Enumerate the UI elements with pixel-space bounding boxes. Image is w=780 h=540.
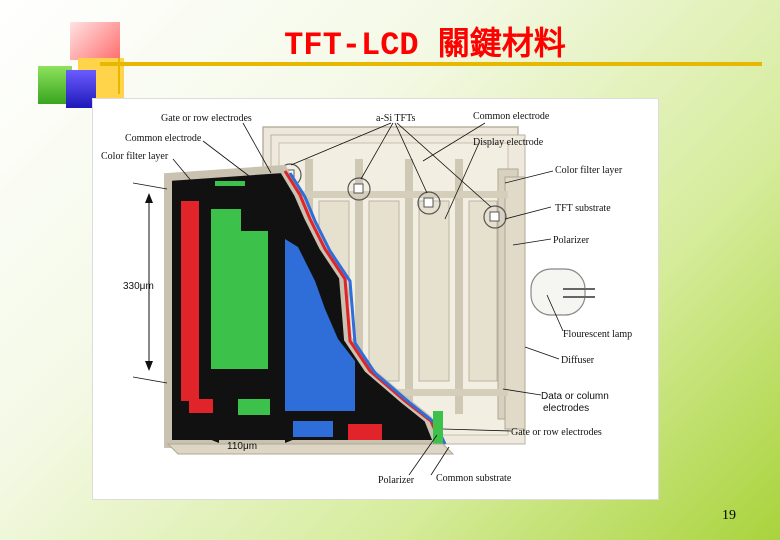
decor-blue-square [66,70,96,108]
label-dimension-height: 330μm [123,281,154,292]
height-dimension [132,182,168,384]
label-tft-substrate: TFT substrate [555,203,611,214]
label-gate-row-electrodes-bottom: Gate or row electrodes [511,427,602,438]
label-data-column-line1: Data or column [541,391,609,402]
label-common-electrode-left: Common electrode [125,133,202,144]
label-common-substrate: Common substrate [436,473,512,484]
label-a-si-tfts: a-Si TFTs [376,113,416,124]
label-gate-row-electrodes-top: Gate or row electrodes [161,113,252,124]
title-underline [100,62,762,66]
label-data-column-line2: electrodes [543,403,589,414]
label-leader-lines [172,122,564,476]
decor-pink-square [70,22,120,60]
label-diffuser: Diffuser [561,355,595,366]
label-dimension-width: 110μm [227,441,257,452]
label-polarizer-bottom: Polarizer [378,475,415,486]
slide-title: TFT-LCD 關鍵材料 [284,27,566,64]
label-color-filter-layer-left: Color filter layer [101,151,169,162]
tft-lcd-structure-figure: Gate or row electrodes Common electrode … [92,98,659,500]
label-display-electrode: Display electrode [473,137,544,148]
fluorescent-lamp [530,268,595,316]
label-flourescent-lamp: Flourescent lamp [563,329,632,340]
label-color-filter-layer-right: Color filter layer [555,165,623,176]
tft-lcd-diagram: Gate or row electrodes Common electrode … [101,111,632,486]
diagram-labels: Gate or row electrodes Common electrode … [101,111,632,486]
width-dimension [209,435,295,443]
label-common-electrode-top: Common electrode [473,111,550,122]
title-accent-tick [118,58,120,94]
color-filter-cutaway [164,164,455,455]
page-number: 19 [722,508,736,523]
label-polarizer-right: Polarizer [553,235,590,246]
